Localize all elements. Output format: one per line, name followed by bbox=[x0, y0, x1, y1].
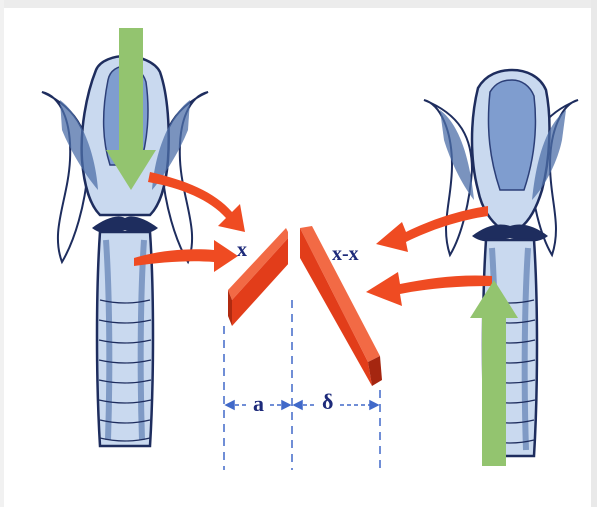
red-arrow-upper-left bbox=[148, 172, 245, 232]
dimension-a-label: a bbox=[253, 393, 264, 415]
fold-schematic bbox=[224, 200, 382, 470]
dimension-arrows bbox=[226, 401, 378, 409]
dimension-b-label: δ bbox=[322, 391, 333, 413]
right-angle-label: x-x bbox=[332, 244, 359, 264]
red-arrow-upper-right bbox=[376, 206, 488, 252]
green-arrow-up-shaft bbox=[482, 318, 506, 466]
left-angle-label: x bbox=[237, 240, 247, 260]
right-larynx-epiglottis bbox=[488, 80, 535, 190]
red-arrow-lower-right bbox=[366, 272, 492, 306]
green-arrow-down-shaft bbox=[119, 28, 143, 156]
